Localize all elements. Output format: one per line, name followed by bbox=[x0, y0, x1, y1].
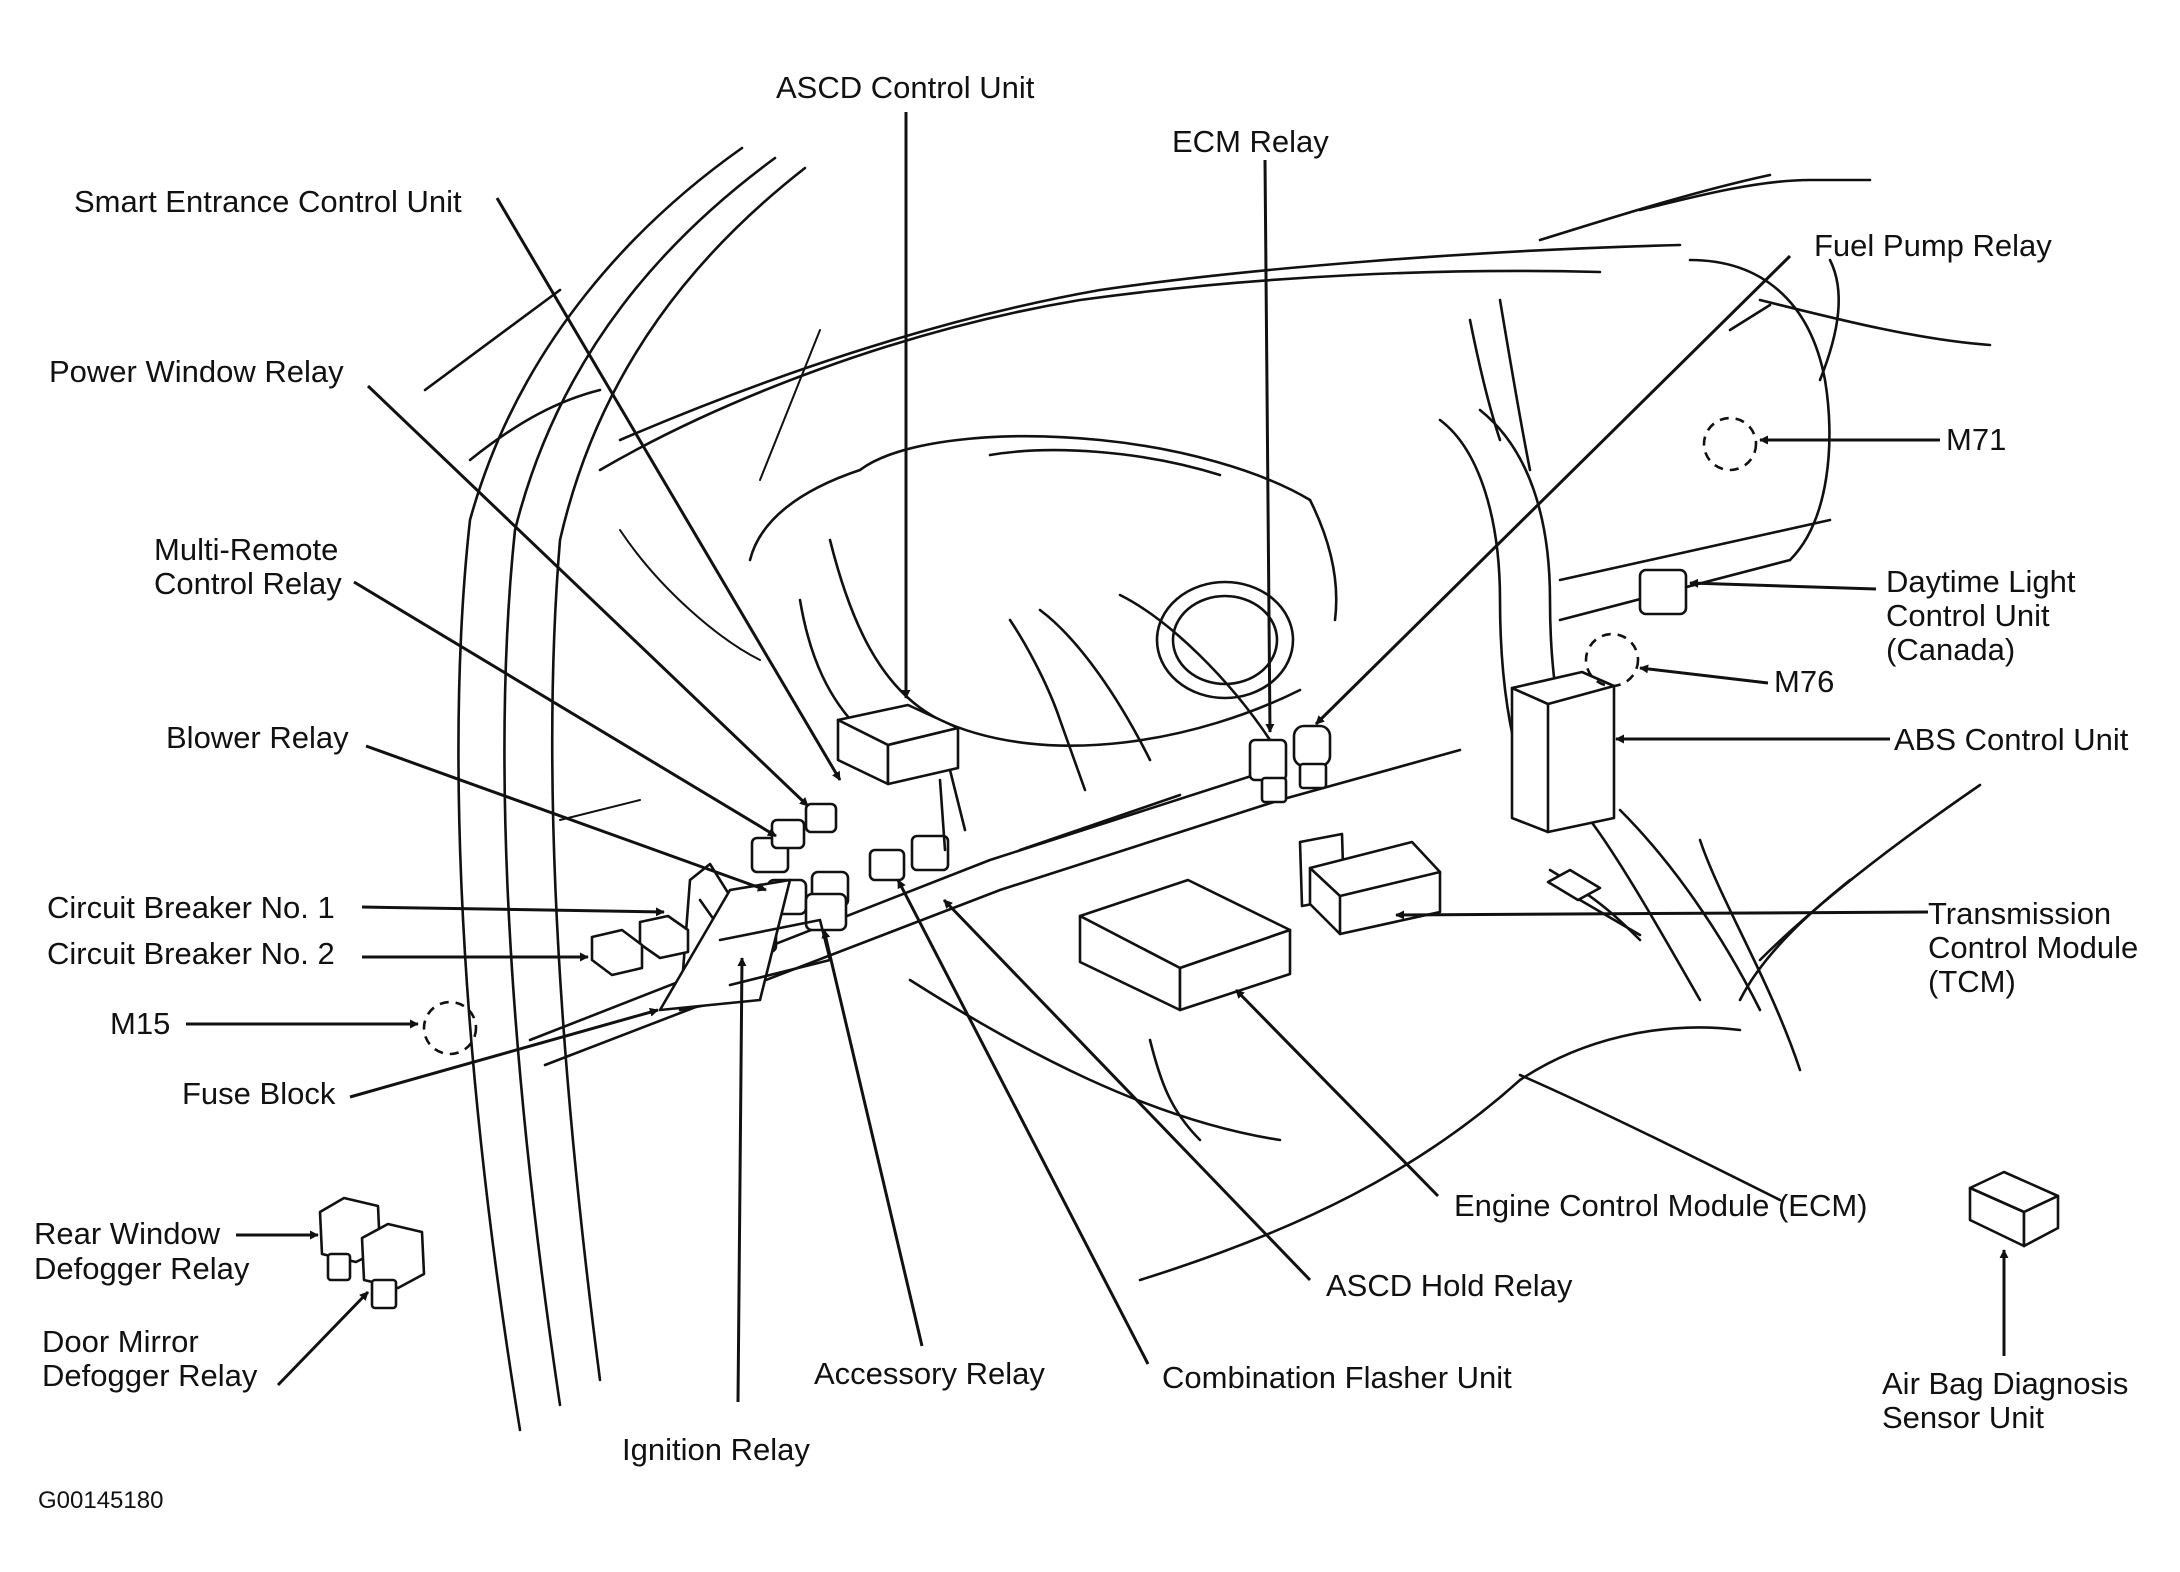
label-daytime-light-line2: Control Unit bbox=[1886, 598, 2050, 633]
label-tcm-line2: Control Module bbox=[1928, 930, 2138, 965]
label-power-window-relay: Power Window Relay bbox=[49, 354, 344, 389]
label-smart-entrance-control-unit: Smart Entrance Control Unit bbox=[74, 184, 462, 219]
label-m15: M15 bbox=[110, 1006, 170, 1041]
label-fuse-block: Fuse Block bbox=[182, 1076, 336, 1111]
label-daytime-light-line1: Daytime Light bbox=[1886, 564, 2076, 599]
label-multi-remote-control-relay-line1: Multi-Remote bbox=[154, 532, 338, 567]
label-air-bag-sensor-line2: Sensor Unit bbox=[1882, 1400, 2044, 1435]
label-ecm-relay: ECM Relay bbox=[1172, 124, 1329, 159]
label-circuit-breaker-no-1: Circuit Breaker No. 1 bbox=[47, 890, 335, 925]
m15-connector bbox=[422, 1000, 478, 1056]
label-circuit-breaker-no-2: Circuit Breaker No. 2 bbox=[47, 936, 335, 971]
label-tcm-line3: (TCM) bbox=[1928, 964, 2016, 999]
label-blower-relay: Blower Relay bbox=[166, 720, 349, 755]
leader-lines bbox=[186, 112, 2009, 1403]
ascd-control-unit-part bbox=[836, 703, 960, 786]
circuit-breaker-parts bbox=[590, 914, 690, 977]
label-multi-remote-control-relay-line2: Control Relay bbox=[154, 566, 342, 601]
ecm-part bbox=[1078, 878, 1292, 1012]
label-abs-control-unit: ABS Control Unit bbox=[1894, 722, 2129, 757]
label-combination-flasher-unit: Combination Flasher Unit bbox=[1162, 1360, 1512, 1395]
label-ignition-relay: Ignition Relay bbox=[622, 1432, 810, 1467]
label-rear-window-defogger-line1: Rear Window bbox=[34, 1216, 221, 1251]
label-daytime-light-line3: (Canada) bbox=[1886, 632, 2015, 667]
callout-labels: ASCD Control Unit Smart Entrance Control… bbox=[34, 70, 2138, 1514]
tcm-part bbox=[1298, 832, 1442, 936]
label-door-mirror-defogger-line1: Door Mirror bbox=[42, 1324, 199, 1359]
ecm-relay-parts bbox=[1248, 724, 1332, 804]
label-door-mirror-defogger-line2: Defogger Relay bbox=[42, 1358, 258, 1393]
abs-control-unit-part bbox=[1510, 670, 1616, 834]
figure-code: G00145180 bbox=[38, 1487, 163, 1514]
label-air-bag-sensor-line1: Air Bag Diagnosis bbox=[1882, 1366, 2128, 1401]
label-engine-control-module: Engine Control Module (ECM) bbox=[1454, 1188, 1868, 1223]
label-m71: M71 bbox=[1946, 422, 2006, 457]
air-bag-sensor-unit-part bbox=[1968, 1170, 2060, 1248]
label-accessory-relay: Accessory Relay bbox=[814, 1356, 1045, 1391]
m76-connector bbox=[1584, 632, 1640, 688]
label-m76: M76 bbox=[1774, 664, 1834, 699]
label-fuel-pump-relay: Fuel Pump Relay bbox=[1814, 228, 2052, 263]
label-tcm-line1: Transmission bbox=[1928, 896, 2111, 931]
label-ascd-hold-relay: ASCD Hold Relay bbox=[1326, 1268, 1573, 1303]
dashboard-line-art bbox=[423, 146, 1992, 1432]
label-rear-window-defogger-line2: Defogger Relay bbox=[34, 1251, 250, 1286]
label-ascd-control-unit: ASCD Control Unit bbox=[776, 70, 1035, 105]
components bbox=[318, 416, 2060, 1310]
daytime-light-control-unit-part bbox=[1638, 568, 1688, 616]
defogger-relay-parts bbox=[318, 1196, 426, 1310]
m71-connector bbox=[1702, 416, 1758, 472]
